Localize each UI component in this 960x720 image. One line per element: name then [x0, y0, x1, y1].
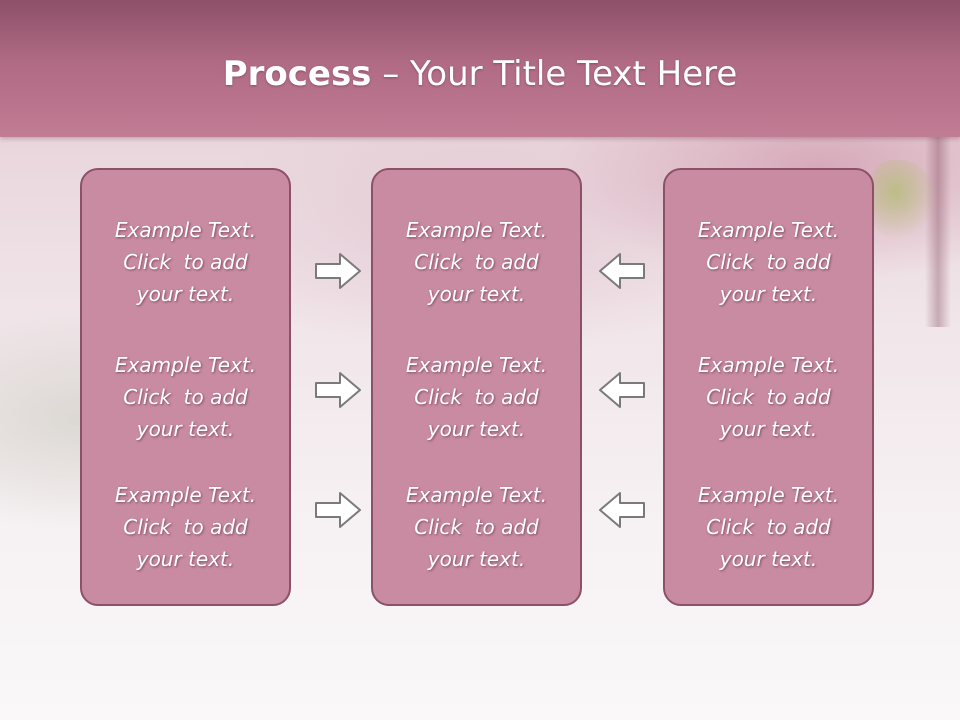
text-block[interactable]: Example Text. Click to add your text.: [665, 349, 872, 445]
text-block[interactable]: Example Text. Click to add your text.: [82, 214, 289, 310]
text-line: your text.: [719, 547, 818, 571]
text-line: your text.: [719, 417, 818, 441]
text-block[interactable]: Example Text. Click to add your text.: [82, 349, 289, 445]
text-line: Example Text.: [697, 483, 840, 507]
right-arrow-icon: [315, 372, 361, 408]
background-leaf: [868, 160, 938, 240]
text-line: Example Text.: [697, 218, 840, 242]
title-rest: – Your Title Text Here: [371, 54, 738, 94]
text-line: your text.: [719, 282, 818, 306]
text-line: your text.: [427, 547, 526, 571]
text-line: your text.: [427, 417, 526, 441]
text-line: Click to add: [414, 250, 539, 274]
text-line: Click to add: [123, 515, 248, 539]
text-block[interactable]: Example Text. Click to add your text.: [373, 479, 580, 575]
right-arrow-icon: [315, 253, 361, 289]
text-line: Click to add: [123, 250, 248, 274]
left-arrow-icon: [599, 253, 645, 289]
right-arrow-icon: [315, 492, 361, 528]
slide-title[interactable]: Process – Your Title Text Here: [0, 52, 960, 96]
text-line: Example Text.: [114, 483, 257, 507]
text-line: Example Text.: [697, 353, 840, 377]
text-line: Click to add: [706, 515, 831, 539]
title-bar: [0, 0, 960, 137]
process-box-right[interactable]: Example Text. Click to add your text. Ex…: [663, 168, 874, 606]
text-line: your text.: [427, 282, 526, 306]
left-arrow-icon: [599, 492, 645, 528]
text-line: your text.: [136, 417, 235, 441]
text-line: Example Text.: [405, 353, 548, 377]
text-block[interactable]: Example Text. Click to add your text.: [373, 214, 580, 310]
text-line: Example Text.: [114, 218, 257, 242]
text-line: Click to add: [706, 250, 831, 274]
text-line: your text.: [136, 547, 235, 571]
background-stem: [925, 137, 951, 327]
text-block[interactable]: Example Text. Click to add your text.: [82, 479, 289, 575]
text-line: Example Text.: [114, 353, 257, 377]
title-bold: Process: [222, 54, 372, 94]
text-line: your text.: [136, 282, 235, 306]
process-box-center[interactable]: Example Text. Click to add your text. Ex…: [371, 168, 582, 606]
text-line: Click to add: [414, 385, 539, 409]
text-block[interactable]: Example Text. Click to add your text.: [665, 479, 872, 575]
text-line: Click to add: [123, 385, 248, 409]
left-arrow-icon: [599, 372, 645, 408]
process-box-left[interactable]: Example Text. Click to add your text. Ex…: [80, 168, 291, 606]
text-line: Click to add: [706, 385, 831, 409]
text-line: Click to add: [414, 515, 539, 539]
text-line: Example Text.: [405, 218, 548, 242]
text-line: Example Text.: [405, 483, 548, 507]
text-block[interactable]: Example Text. Click to add your text.: [373, 349, 580, 445]
text-block[interactable]: Example Text. Click to add your text.: [665, 214, 872, 310]
